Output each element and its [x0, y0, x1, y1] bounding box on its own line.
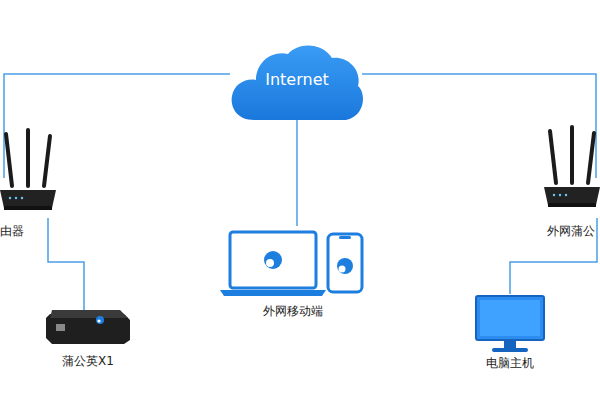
- network-node: 外网蒲公: [542, 122, 600, 240]
- network-link: [362, 74, 596, 178]
- network-link: [48, 218, 84, 310]
- network-node: 由器: [0, 128, 60, 240]
- network-node: 蒲公英X1: [40, 302, 136, 376]
- router-icon: [0, 128, 60, 218]
- network-link: [4, 74, 230, 178]
- node-label: 蒲公英X1: [40, 302, 136, 368]
- network-node: 外网移动端: [218, 226, 368, 322]
- node-label: Internet: [228, 40, 366, 89]
- network-node: Internet: [228, 40, 366, 122]
- node-label: 外网蒲公: [542, 122, 600, 238]
- network-link: [296, 120, 298, 226]
- node-label: 由器: [0, 128, 60, 238]
- router-icon: [542, 122, 600, 218]
- node-label: 外网移动端: [218, 226, 368, 318]
- network-node: 电脑主机: [466, 290, 554, 376]
- node-label: 电脑主机: [466, 290, 554, 370]
